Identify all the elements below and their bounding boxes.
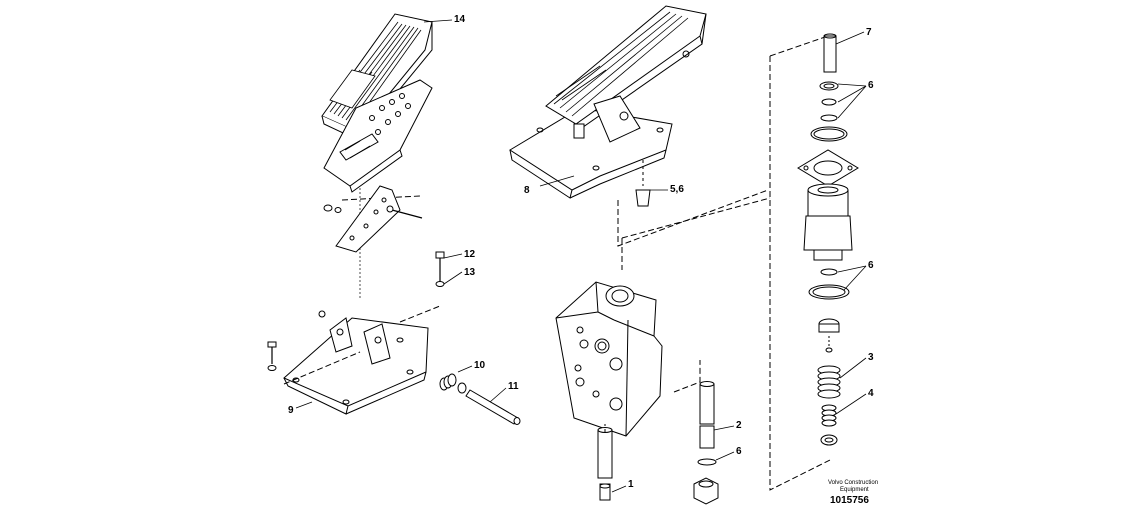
brand-caption: Volvo Construction Equipment <box>828 480 898 494</box>
callout-leaders <box>296 20 866 492</box>
callout-9: 9 <box>288 405 294 416</box>
callout-5-6: 5,6 <box>670 184 684 195</box>
callout-4: 4 <box>868 388 874 399</box>
left-pedal <box>268 14 520 425</box>
callout-6-middle: 6 <box>868 260 874 271</box>
callout-6-upper: 6 <box>868 80 874 91</box>
callout-8: 8 <box>524 185 530 196</box>
callout-2: 2 <box>736 420 742 431</box>
center-pedal <box>510 6 768 246</box>
callout-13: 13 <box>464 267 476 278</box>
callout-11: 11 <box>508 381 519 392</box>
callout-14: 14 <box>454 14 466 25</box>
brand-line-2: Equipment <box>840 487 869 493</box>
callout-7: 7 <box>866 27 872 38</box>
callout-10: 10 <box>474 360 486 371</box>
brand-line-1: Volvo Construction <box>828 480 879 486</box>
document-number: 1015756 <box>830 495 869 506</box>
callout-1: 1 <box>628 479 634 490</box>
callout-3: 3 <box>868 352 874 363</box>
callout-12: 12 <box>464 249 476 260</box>
right-valve-stack <box>770 34 858 490</box>
callout-6-lower: 6 <box>736 446 742 457</box>
valve-block <box>556 198 770 504</box>
